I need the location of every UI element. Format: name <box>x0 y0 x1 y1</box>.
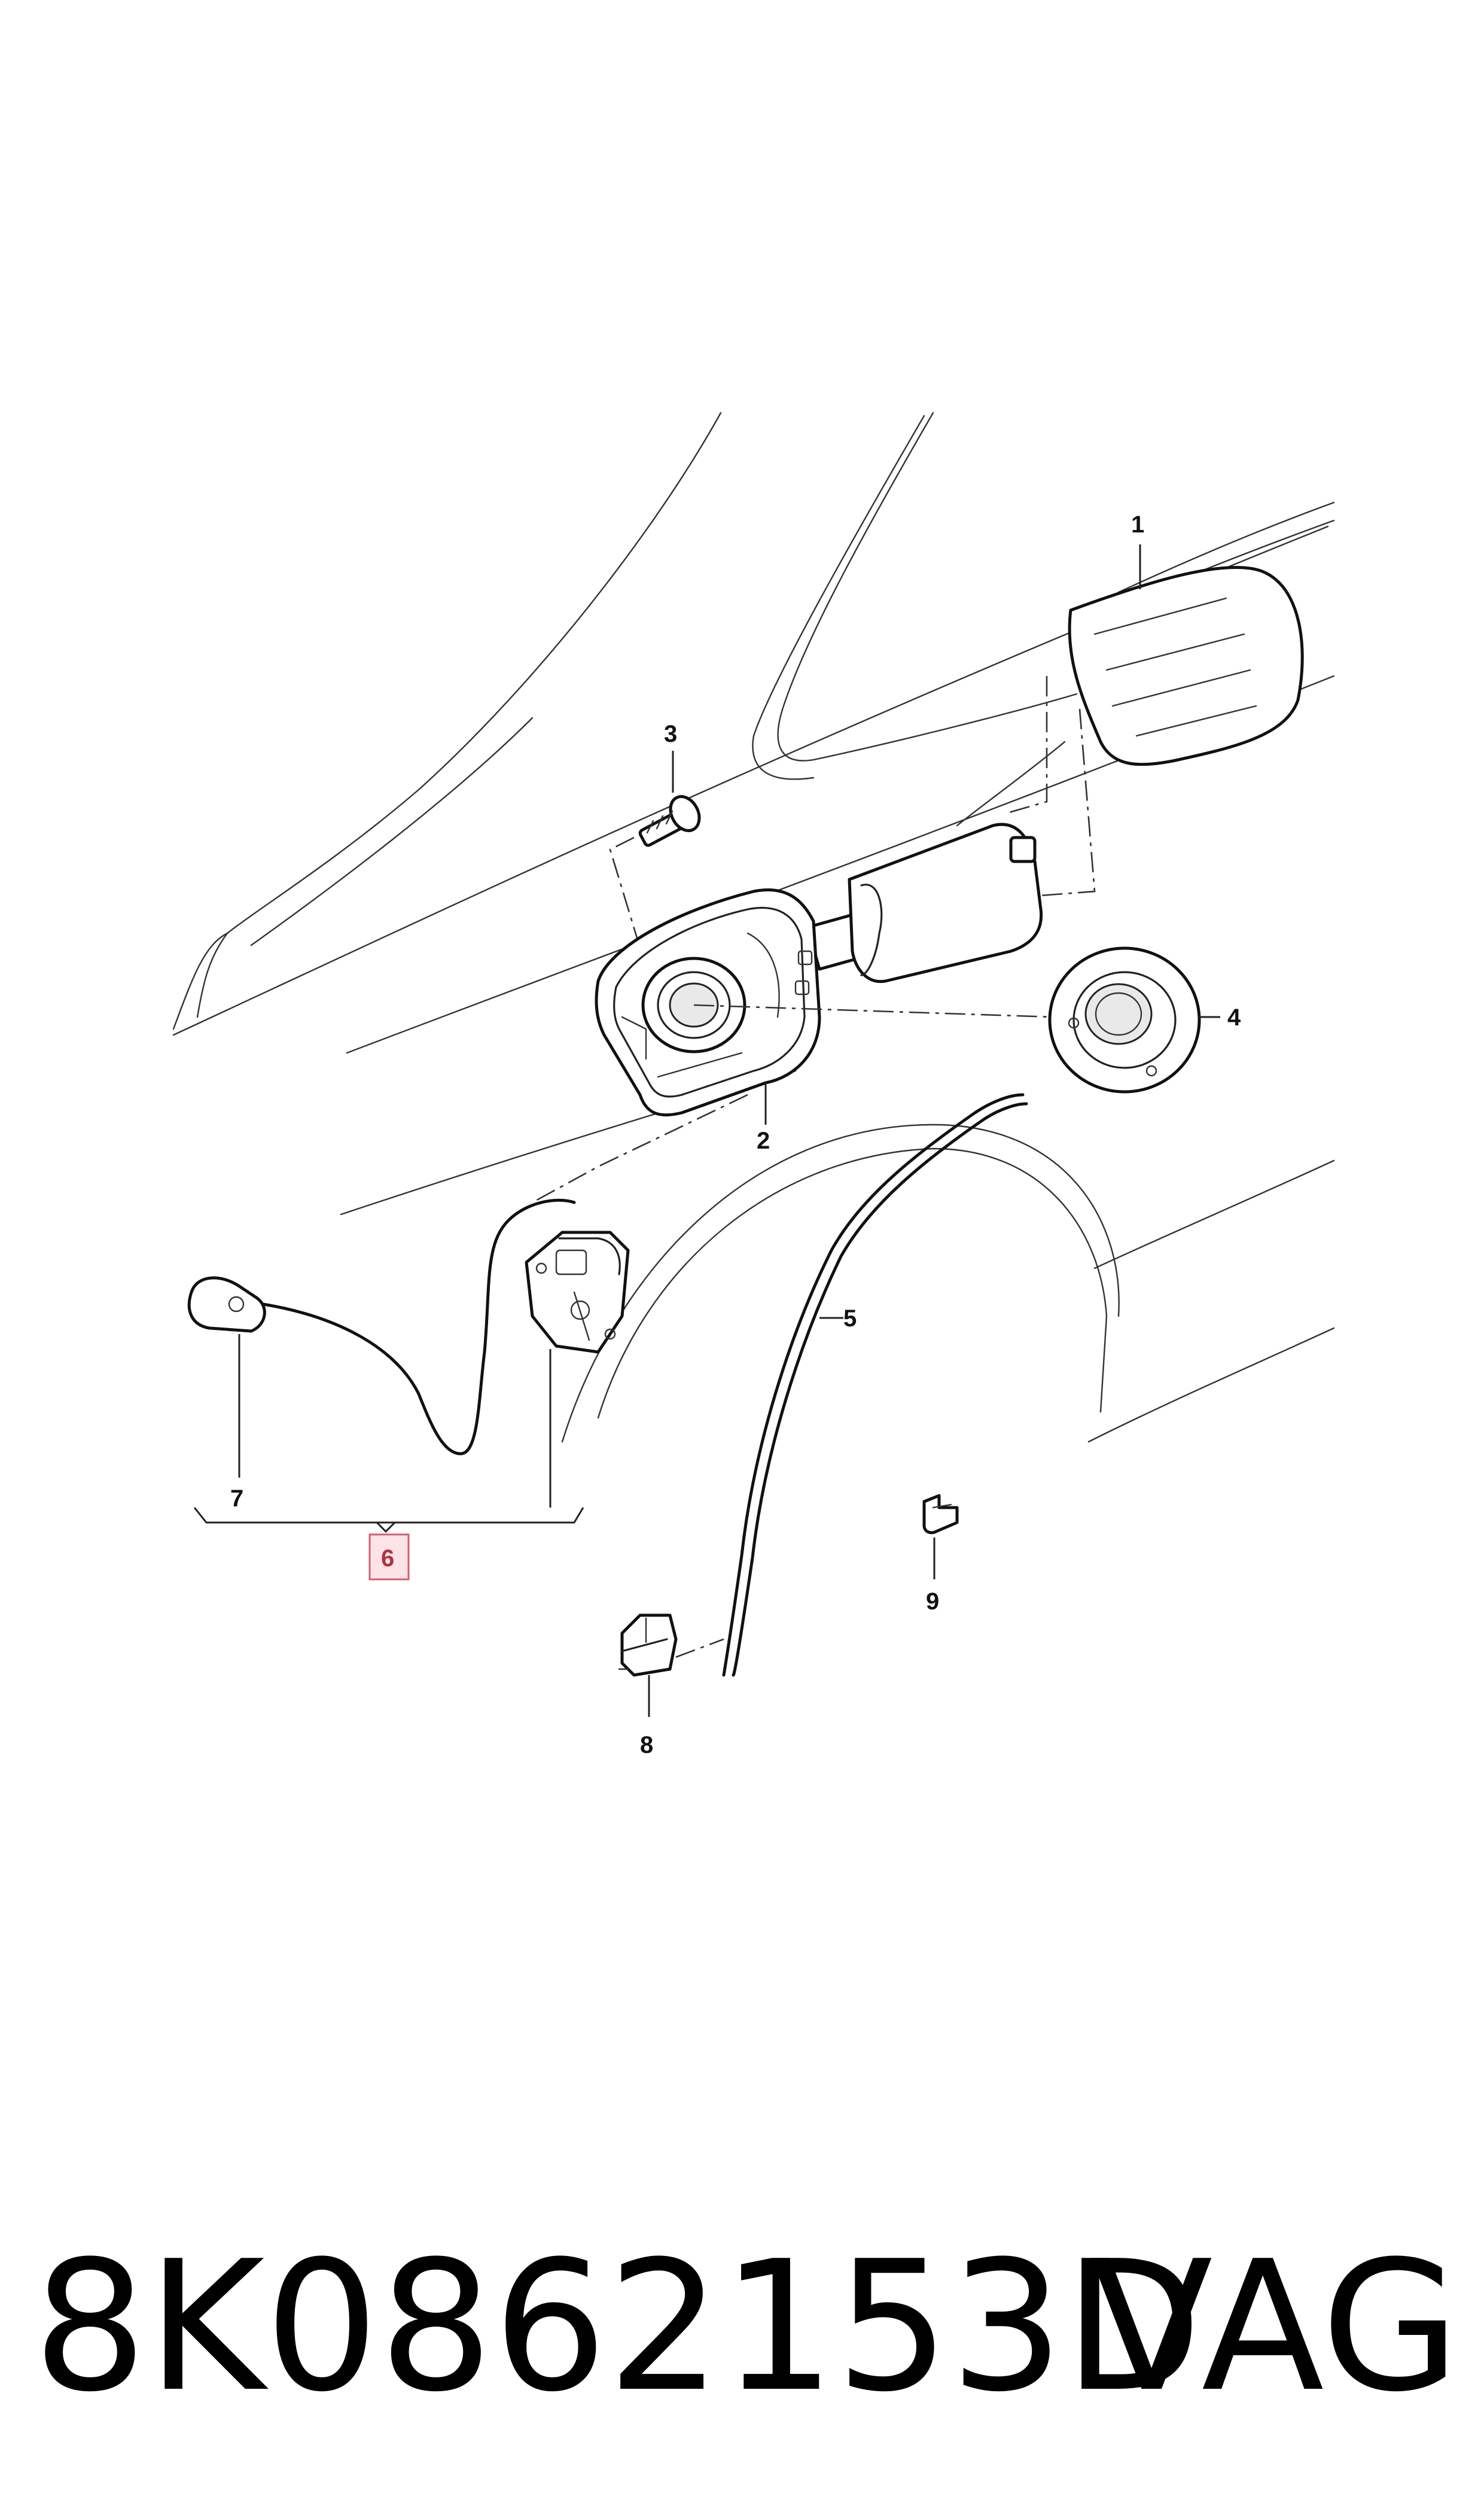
release-cable <box>187 1198 576 1456</box>
rubber-seal <box>1048 946 1201 1094</box>
fuel-door-actuator <box>525 1231 630 1354</box>
callout-9: 9 <box>926 1588 939 1615</box>
brand-name: VAG <box>1090 2222 1460 2431</box>
callout-1: 1 <box>1131 511 1144 538</box>
fuel-flap-cover <box>1068 565 1304 766</box>
callout-5: 5 <box>843 1305 857 1332</box>
assembly-line-clip <box>675 1638 724 1658</box>
assembly-line-housing-latch <box>532 1094 748 1204</box>
callout-3: 3 <box>664 721 677 747</box>
assembly-bracket <box>193 1507 584 1533</box>
callout-6-box <box>368 1533 410 1581</box>
callout-8: 8 <box>640 1732 653 1758</box>
mounting-clip <box>922 1494 959 1534</box>
callout-7: 7 <box>230 1485 243 1512</box>
fuel-filler-housing <box>595 823 1043 1117</box>
drain-hose <box>722 1093 1028 1677</box>
screw <box>638 795 701 847</box>
callout-6: 6 <box>381 1545 394 1572</box>
callout-4: 4 <box>1227 1004 1241 1031</box>
part-number: 8K0862153D <box>33 2222 1202 2431</box>
hose-clip <box>618 1613 678 1677</box>
assembly-line-flap-2 <box>1004 676 1048 815</box>
assembly-line-housing-seal <box>693 1004 1053 1018</box>
callout-2: 2 <box>757 1128 770 1154</box>
assembly-line-flap <box>1016 708 1096 899</box>
